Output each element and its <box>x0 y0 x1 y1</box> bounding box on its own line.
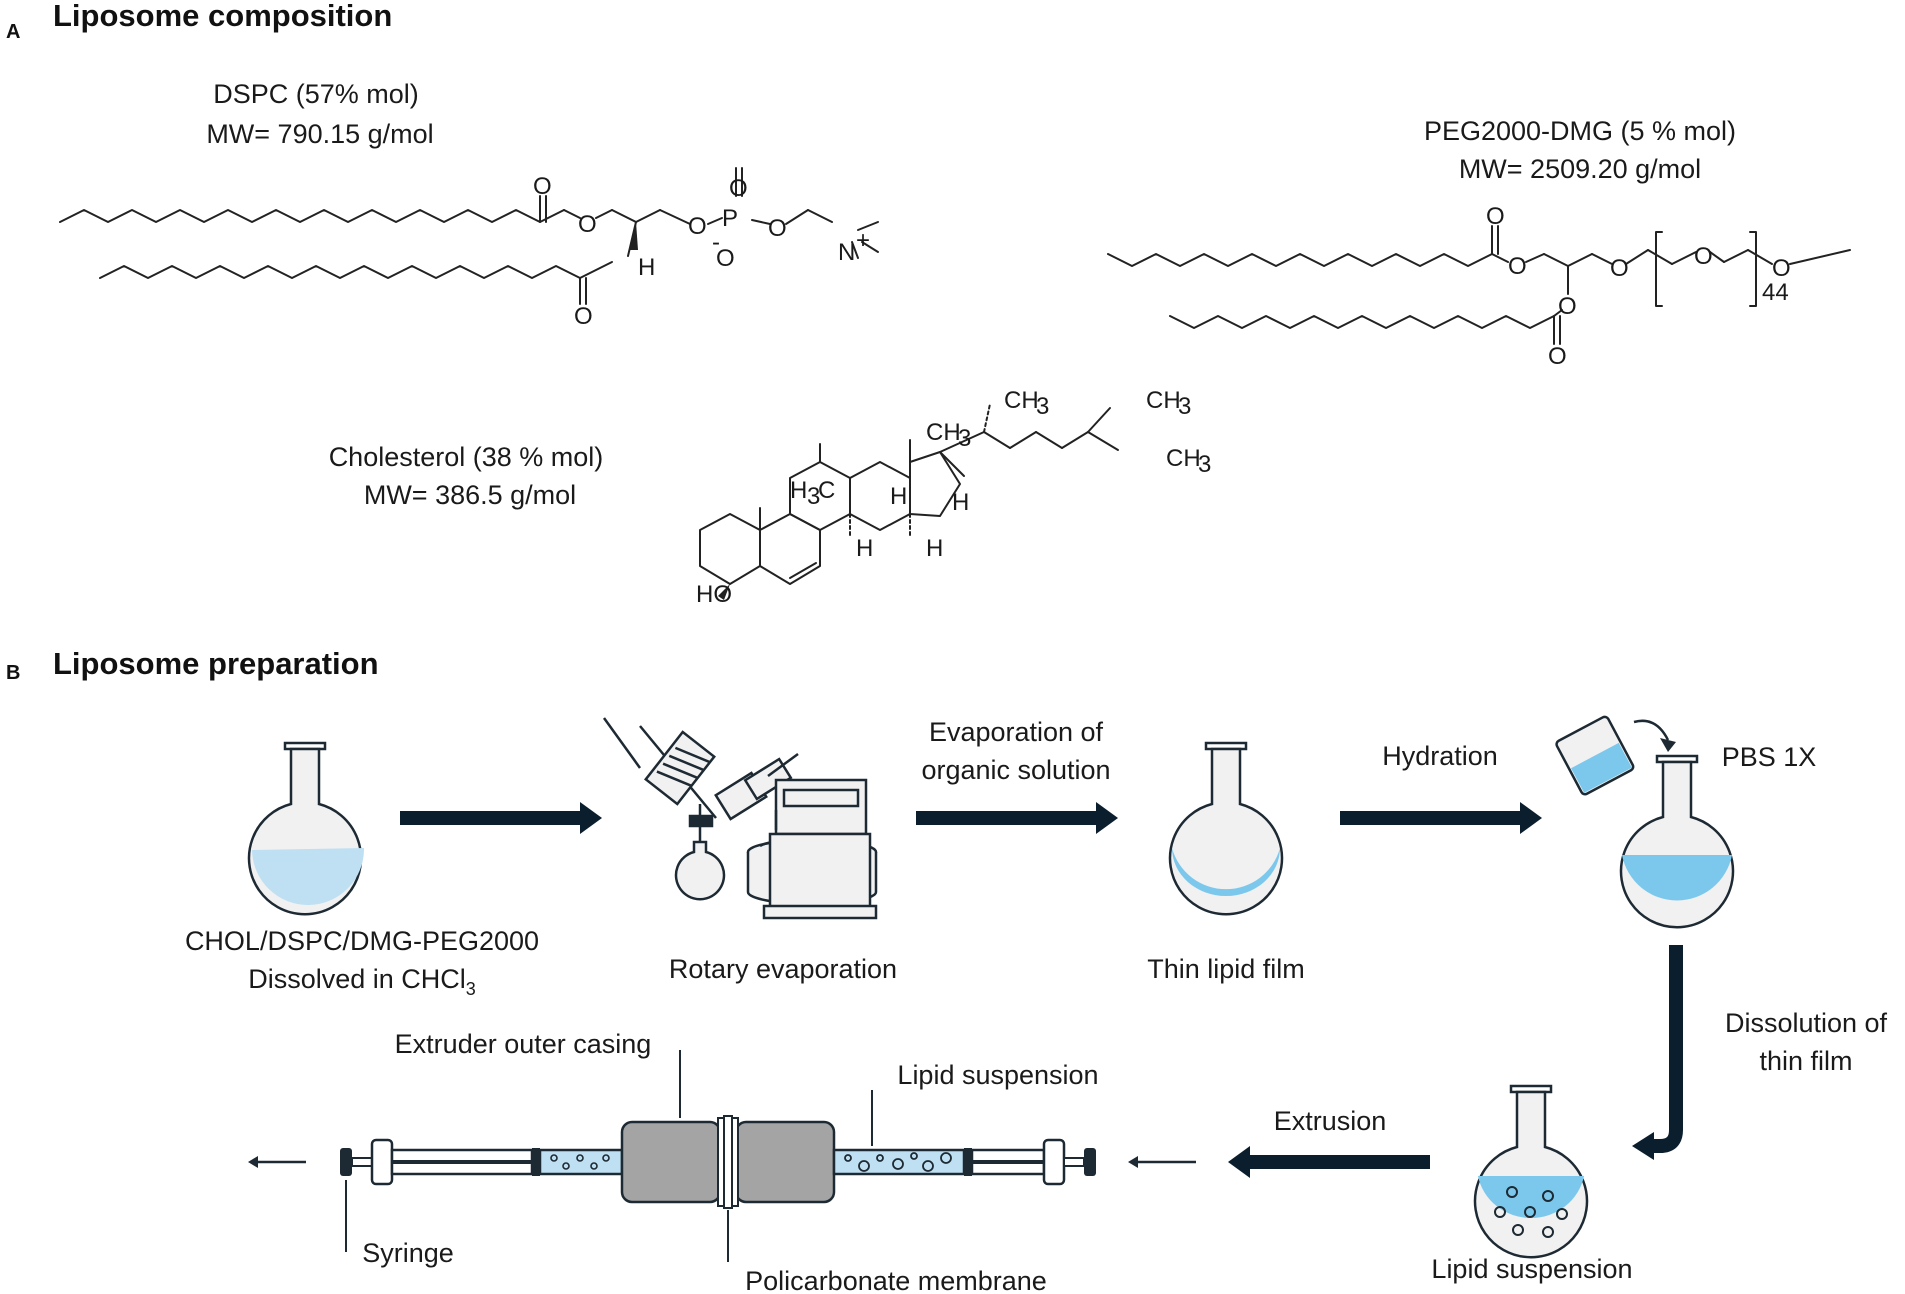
extruder-casing-label: Extruder outer casing <box>395 1029 652 1059</box>
peg-atom-o6: O <box>1694 243 1713 270</box>
step5-label: Lipid suspension <box>1431 1254 1632 1284</box>
peg-name: PEG2000-DMG (5 % mol) <box>1424 116 1736 146</box>
flask-hydration <box>1619 754 1735 929</box>
panel-a-letter: A <box>6 21 20 43</box>
arrow2-line1: Evaporation of <box>929 717 1104 747</box>
flask-thin-film <box>1168 741 1284 916</box>
chol-atom-h1: H <box>890 483 907 510</box>
step3-label: Thin lipid film <box>1147 954 1305 984</box>
arrow2-line2: organic solution <box>921 755 1110 785</box>
extruder-membrane-label: Policarbonate membrane <box>745 1266 1047 1294</box>
dspc-atom-o1: O <box>533 173 552 200</box>
peg-dmg-structure: O O O O O O O 44 <box>1107 203 1851 370</box>
arrow-5 <box>1228 1146 1430 1178</box>
chol-ch3-b: CH <box>1004 387 1039 414</box>
arrow-4 <box>1632 945 1683 1160</box>
chol-ch3-c-sub: 3 <box>1178 393 1191 420</box>
step1-line2: Dissolved in CHCl3 <box>248 964 476 999</box>
chol-mw: MW= 386.5 g/mol <box>364 480 576 510</box>
chol-ch3-b-sub: 3 <box>1036 393 1049 420</box>
arrow-1 <box>400 802 602 834</box>
dspc-atom-o6: O <box>768 215 787 242</box>
dspc-minus: - <box>712 229 720 256</box>
chol-atom-h3c: H <box>790 477 807 504</box>
chol-atom-c: C <box>818 477 835 504</box>
chol-ch3-c: CH <box>1146 387 1181 414</box>
step2-label: Rotary evaporation <box>669 954 897 984</box>
dspc-structure: O O H O P O O - O N + O <box>59 167 879 330</box>
flask-dissolved <box>247 741 365 916</box>
peg-atom-o5: O <box>1610 255 1629 282</box>
chol-ch3-d-sub: 3 <box>1198 451 1211 478</box>
chol-name: Cholesterol (38 % mol) <box>329 442 604 472</box>
dspc-atom-o5: O <box>716 245 735 272</box>
extruder-suspension-label: Lipid suspension <box>897 1060 1098 1090</box>
buffer-bottle-icon <box>1555 715 1676 796</box>
step1-line1: CHOL/DSPC/DMG-PEG2000 <box>185 926 539 956</box>
chol-ch3-d: CH <box>1166 445 1201 472</box>
arrow4-line2: thin film <box>1759 1046 1852 1076</box>
panel-b-letter: B <box>6 662 20 684</box>
chol-ch3-a-sub: 3 <box>958 425 971 452</box>
panel-b-title: Liposome preparation <box>53 646 379 681</box>
arrow-3 <box>1340 802 1542 834</box>
rotary-evaporator-icon <box>602 717 878 920</box>
peg-atom-o7: O <box>1772 255 1791 282</box>
dspc-atom-p: P <box>722 205 738 232</box>
dspc-atom-o3: O <box>688 213 707 240</box>
peg-atom-o2: O <box>1508 253 1527 280</box>
arrow4-line1: Dissolution of <box>1725 1008 1888 1038</box>
dspc-atom-o2: O <box>578 211 597 238</box>
dspc-name: DSPC (57% mol) <box>213 79 419 109</box>
peg-atom-o1: O <box>1486 203 1505 230</box>
cholesterol-structure: HO H 3 C CH 3 CH 3 CH 3 CH 3 H H H H <box>696 387 1211 608</box>
dspc-plus: + <box>856 227 870 254</box>
chol-ch3-a: CH <box>926 419 961 446</box>
panel-a-title: Liposome composition <box>53 0 392 33</box>
peg-mw: MW= 2509.20 g/mol <box>1459 154 1701 184</box>
peg-repeat-count: 44 <box>1762 279 1789 306</box>
peg-atom-o4: O <box>1548 343 1567 370</box>
chol-atom-h2: H <box>952 489 969 516</box>
peg-atom-o3: O <box>1558 293 1577 320</box>
extruder-icon <box>248 1050 1196 1262</box>
chol-atom-h3: H <box>856 535 873 562</box>
arrow3-label: Hydration <box>1382 741 1498 771</box>
chol-atom-h4: H <box>926 535 943 562</box>
chol-h3c-sub: 3 <box>807 483 820 510</box>
dspc-atom-n: N <box>838 239 855 266</box>
chol-atom-ho: HO <box>696 581 732 608</box>
arrow-2 <box>916 802 1118 834</box>
dspc-atom-o4: O <box>729 175 748 202</box>
dspc-atom-o7: O <box>574 303 593 330</box>
flask-lipid-suspension <box>1473 1084 1589 1259</box>
extruder-syringe-label: Syringe <box>362 1238 454 1268</box>
dspc-atom-h: H <box>638 254 655 281</box>
arrow5-label: Extrusion <box>1274 1106 1387 1136</box>
pbs-label: PBS 1X <box>1722 742 1817 772</box>
dspc-mw: MW= 790.15 g/mol <box>206 119 433 149</box>
